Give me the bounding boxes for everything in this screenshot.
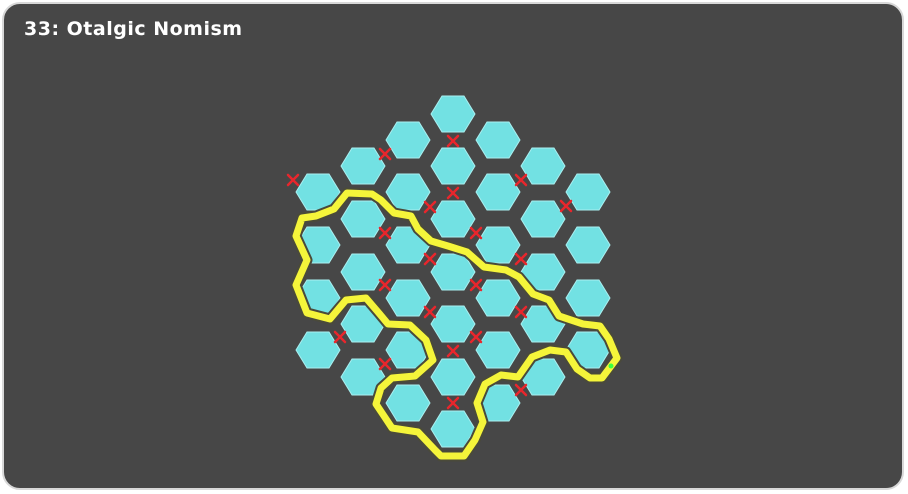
x-mark-icon [423, 305, 437, 319]
solution-path-line [292, 189, 621, 460]
hexagon-cell-icon[interactable] [385, 121, 431, 159]
hexagon-cell-icon[interactable] [430, 95, 476, 133]
hexagon-cell-icon[interactable] [385, 279, 431, 317]
x-mark-icon [333, 330, 347, 344]
x-mark-icon [378, 278, 392, 292]
x-mark-icon [514, 173, 528, 187]
hexagon-cell-icon[interactable] [565, 173, 611, 211]
hexagon-cell-icon[interactable] [295, 173, 341, 211]
x-mark-icon [286, 173, 300, 187]
x-mark-icon [469, 330, 483, 344]
endpoint-dot-icon [608, 363, 614, 369]
x-mark-icon [446, 344, 460, 358]
x-mark-icon [514, 383, 528, 397]
x-mark-icon [378, 147, 392, 161]
x-mark-icon [446, 134, 460, 148]
hexagon-cell-icon[interactable] [475, 226, 521, 264]
hexagon-cell-icon[interactable] [565, 279, 611, 317]
hexagon-cell-icon[interactable] [475, 279, 521, 317]
hexagon-cell-icon[interactable] [430, 147, 476, 185]
hexagon-cell-icon[interactable] [430, 305, 476, 343]
x-mark-icon [514, 252, 528, 266]
hex-cells [295, 95, 611, 448]
x-mark-icon [469, 278, 483, 292]
x-mark-icon [559, 199, 573, 213]
hexagon-cell-icon[interactable] [295, 331, 341, 369]
hexagon-cell-icon[interactable] [475, 331, 521, 369]
hexagon-cell-icon[interactable] [430, 253, 476, 291]
hexagon-cell-icon[interactable] [430, 200, 476, 238]
hexagon-cell-icon[interactable] [340, 147, 386, 185]
hexagon-cell-icon[interactable] [520, 147, 566, 185]
solution-path [290, 187, 623, 462]
x-mark-icon [469, 226, 483, 240]
hexagon-cell-icon[interactable] [340, 200, 386, 238]
x-mark-icon [423, 200, 437, 214]
hexagon-cell-icon[interactable] [430, 358, 476, 396]
x-mark-icon [378, 226, 392, 240]
hexagon-cell-icon[interactable] [385, 384, 431, 422]
hexagon-cell-icon[interactable] [475, 121, 521, 159]
x-mark-icon [446, 186, 460, 200]
x-mark-icon [514, 305, 528, 319]
puzzle-title: 33: Otalgic Nomism [24, 18, 243, 40]
x-mark-icon [423, 252, 437, 266]
x-mark-icon [446, 396, 460, 410]
hexagon-cell-icon[interactable] [340, 253, 386, 291]
blocked-edge-marks [286, 134, 573, 410]
x-mark-icon [378, 357, 392, 371]
hexagon-cell-icon[interactable] [565, 226, 611, 264]
hexagon-cell-icon[interactable] [475, 173, 521, 211]
hexagon-cell-icon[interactable] [520, 200, 566, 238]
